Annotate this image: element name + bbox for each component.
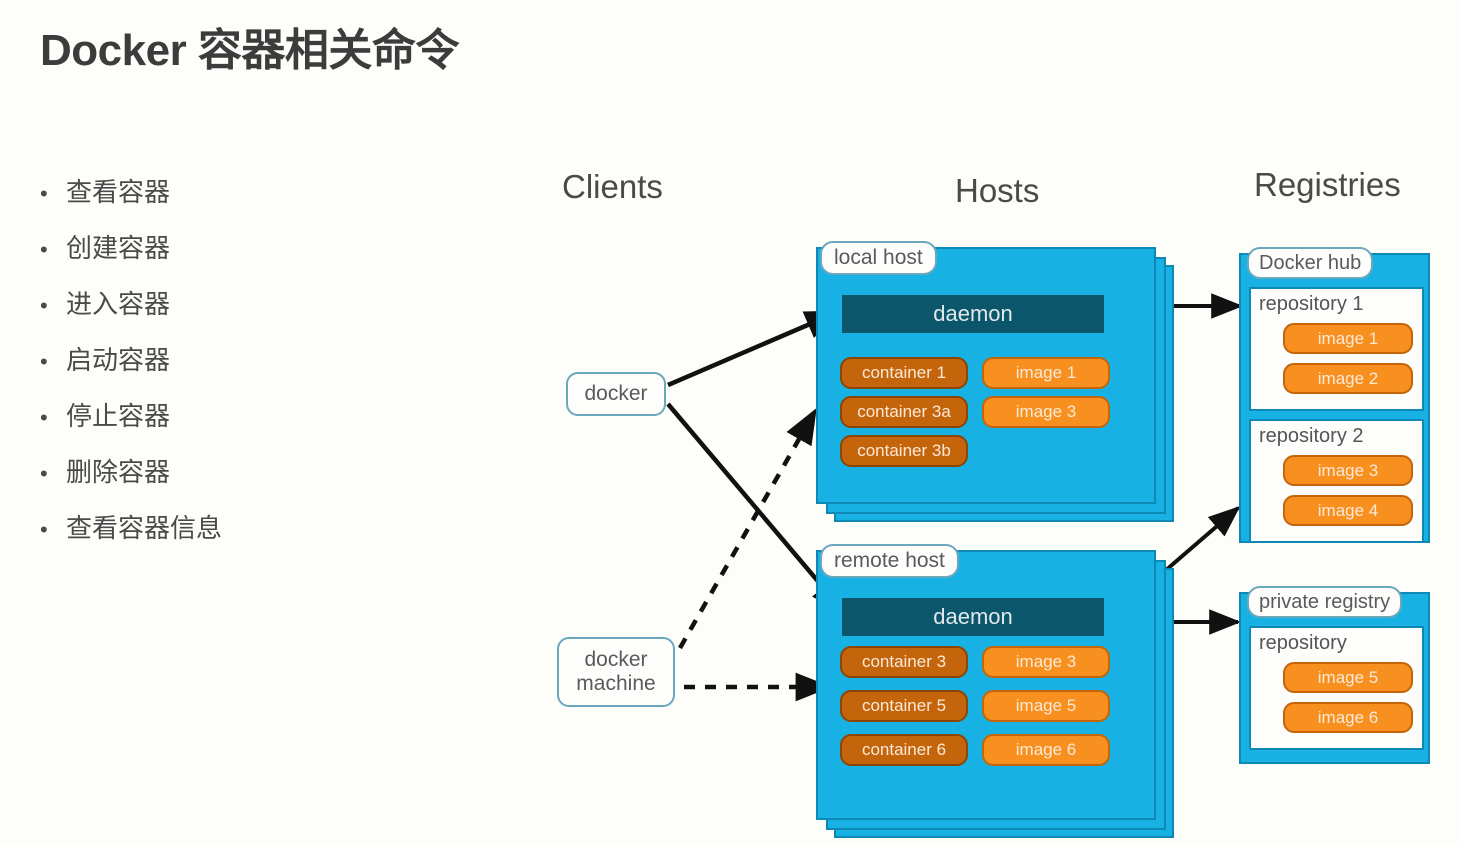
list-item: • 查看容器 xyxy=(40,172,460,228)
list-item-label: 停止容器 xyxy=(66,402,171,432)
repository-title: repository 1 xyxy=(1259,293,1364,315)
column-heading-registries: Registries xyxy=(1254,166,1401,203)
list-item-label: 创建容器 xyxy=(66,234,171,264)
bullet-dot-icon: • xyxy=(40,293,48,318)
bullet-dot-icon: • xyxy=(40,461,48,486)
repository-box[interactable]: repository image 5 image 6 xyxy=(1249,626,1424,750)
image-pill[interactable]: image 3 xyxy=(982,396,1110,428)
daemon-local[interactable]: daemon xyxy=(842,295,1104,333)
page-title: Docker 容器相关命令 xyxy=(40,26,459,75)
client-node-docker-machine[interactable]: docker machine xyxy=(557,637,675,707)
client-docker-machine-label-line2: machine xyxy=(576,672,656,695)
image-pill[interactable]: image 5 xyxy=(982,690,1110,722)
image-pill[interactable]: image 3 xyxy=(1283,455,1413,486)
registry-label-private: private registry xyxy=(1247,586,1403,618)
container-pill[interactable]: container 5 xyxy=(840,690,968,722)
arrow-docker-to-local-daemon xyxy=(667,309,842,388)
image-pill[interactable]: image 6 xyxy=(1283,702,1413,733)
list-item-label: 删除容器 xyxy=(66,458,171,488)
list-item-label: 启动容器 xyxy=(66,346,171,376)
repository-box[interactable]: repository 2 image 3 image 4 xyxy=(1249,419,1424,543)
container-pill[interactable]: container 6 xyxy=(840,734,968,766)
image-pill[interactable]: image 3 xyxy=(982,646,1110,678)
container-pill[interactable]: container 3b xyxy=(840,435,968,467)
image-pill[interactable]: image 5 xyxy=(1283,662,1413,693)
list-item: • 启动容器 xyxy=(40,340,460,396)
registry-docker-hub[interactable]: Docker hub repository 1 image 1 image 2 … xyxy=(1239,247,1430,543)
column-heading-hosts: Hosts xyxy=(955,172,1040,209)
bullet-dot-icon: • xyxy=(40,405,48,430)
bullet-dot-icon: • xyxy=(40,349,48,374)
image-pill[interactable]: image 4 xyxy=(1283,495,1413,526)
list-item-label: 进入容器 xyxy=(66,290,171,320)
list-item-label: 查看容器信息 xyxy=(66,514,223,544)
bullet-dot-icon: • xyxy=(40,237,48,262)
image-pill[interactable]: image 1 xyxy=(1283,323,1413,354)
container-pill[interactable]: container 1 xyxy=(840,357,968,389)
list-item: • 创建容器 xyxy=(40,228,460,284)
registry-private[interactable]: private registry repository image 5 imag… xyxy=(1239,586,1430,764)
list-item-label: 查看容器 xyxy=(66,178,171,208)
registry-label-docker-hub: Docker hub xyxy=(1247,247,1374,279)
repository-title: repository xyxy=(1259,632,1347,654)
bullet-list: • 查看容器 • 创建容器 • 进入容器 • 启动容器 • 停止容器 • 删除容… xyxy=(40,172,460,564)
column-heading-clients: Clients xyxy=(562,168,663,205)
image-pill[interactable]: image 6 xyxy=(982,734,1110,766)
bullet-dot-icon: • xyxy=(40,517,48,542)
client-docker-label: docker xyxy=(584,381,648,405)
container-pill[interactable]: container 3a xyxy=(840,396,968,428)
arrow-docker-machine-to-local-host xyxy=(678,407,817,650)
image-pill[interactable]: image 2 xyxy=(1283,363,1413,394)
bullet-dot-icon: • xyxy=(40,181,48,206)
client-node-docker[interactable]: docker xyxy=(566,372,666,416)
host-card-remote xyxy=(816,550,1156,820)
list-item: • 查看容器信息 xyxy=(40,508,460,564)
container-pill[interactable]: container 3 xyxy=(840,646,968,678)
image-pill[interactable]: image 1 xyxy=(982,357,1110,389)
list-item: • 进入容器 xyxy=(40,284,460,340)
host-label-remote: remote host xyxy=(820,544,959,578)
list-item: • 删除容器 xyxy=(40,452,460,508)
daemon-remote[interactable]: daemon xyxy=(842,598,1104,636)
host-local[interactable]: local host daemon container 1 container … xyxy=(816,241,1176,522)
repository-title: repository 2 xyxy=(1259,425,1364,447)
list-item: • 停止容器 xyxy=(40,396,460,452)
host-remote[interactable]: remote host daemon container 3 container… xyxy=(816,544,1176,838)
host-label-local: local host xyxy=(820,241,937,275)
client-docker-machine-label-line1: docker xyxy=(584,647,648,671)
repository-box[interactable]: repository 1 image 1 image 2 xyxy=(1249,287,1424,411)
